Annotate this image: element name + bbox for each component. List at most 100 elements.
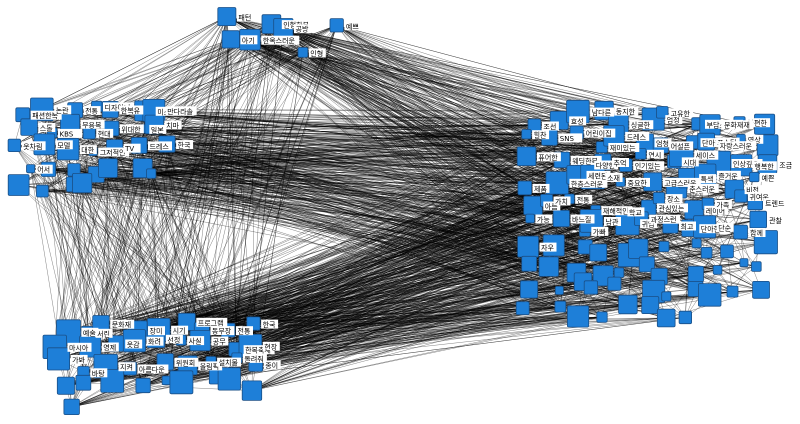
network-node bbox=[618, 294, 638, 315]
node-label: 남다른 bbox=[590, 107, 615, 117]
network-node bbox=[146, 168, 157, 179]
node-label: 인형 bbox=[308, 48, 326, 58]
node-label-background bbox=[748, 228, 766, 237]
node-label: 어서 bbox=[35, 164, 53, 174]
node-label-text: 문화재 bbox=[112, 321, 131, 329]
node-label: 돌려줘 bbox=[242, 353, 267, 363]
node-label-text: 세이스 bbox=[696, 151, 716, 160]
node-label-background bbox=[198, 361, 223, 371]
network-node bbox=[98, 158, 118, 178]
node-label: 예쁘 bbox=[344, 21, 362, 31]
node-label-text: 함께 bbox=[750, 229, 763, 238]
network-edge bbox=[92, 151, 756, 203]
network-node bbox=[712, 265, 723, 275]
node-label-text: 화려 bbox=[148, 337, 161, 346]
node-label-background bbox=[242, 353, 267, 363]
network-node bbox=[517, 180, 533, 196]
node-label: 설치물 bbox=[217, 357, 242, 367]
node-label: 한국 bbox=[176, 140, 194, 150]
network-node bbox=[516, 146, 537, 166]
node-label-background bbox=[714, 200, 732, 209]
node-label-background bbox=[575, 194, 593, 204]
node-label-text: 예쁘 bbox=[346, 22, 359, 31]
network-edge bbox=[153, 110, 709, 205]
node-label: 한복유 bbox=[119, 105, 144, 115]
network-node bbox=[607, 276, 622, 291]
network-node bbox=[7, 138, 22, 153]
node-label-text: 문화재재 bbox=[724, 122, 750, 130]
node-label: 일본 bbox=[149, 124, 167, 134]
node-label: 모델 bbox=[55, 140, 73, 150]
node-label-text: 귀엽 bbox=[642, 220, 655, 229]
node-label: 조금 bbox=[777, 160, 795, 170]
node-label-text: 옷차림 bbox=[23, 142, 42, 151]
node-label: 대한 bbox=[79, 145, 97, 155]
node-label-text: 인형 bbox=[310, 49, 323, 58]
node-label: 세련된 bbox=[586, 170, 611, 180]
node-label: 조선 bbox=[541, 121, 559, 131]
node-label-text: 엄청 bbox=[656, 140, 669, 148]
node-label-text: 설치물 bbox=[219, 358, 239, 367]
network-edge bbox=[271, 23, 663, 113]
node-label-background bbox=[646, 149, 664, 159]
node-label-text: 가빠 bbox=[593, 227, 606, 236]
node-label: 현장 bbox=[262, 341, 280, 351]
node-label: 전통 bbox=[83, 106, 101, 116]
network-edge bbox=[90, 159, 562, 347]
node-label: 서린 bbox=[95, 328, 113, 338]
node-label-text: 예술 bbox=[83, 328, 96, 337]
node-label-text: 한복유 bbox=[121, 107, 141, 115]
node-label-background bbox=[35, 164, 53, 174]
node-label-background bbox=[30, 110, 62, 120]
node-label: 행복한 bbox=[752, 161, 777, 171]
network-node bbox=[221, 30, 240, 49]
network-node bbox=[56, 376, 75, 395]
node-label-text: 비전 bbox=[746, 186, 759, 195]
node-label: 시대 bbox=[681, 157, 699, 167]
network-node bbox=[720, 244, 734, 259]
node-label-text: 전통 bbox=[238, 327, 251, 336]
network-edge bbox=[139, 120, 560, 146]
node-label: 연시 bbox=[646, 149, 664, 159]
node-label: 아름다운 bbox=[137, 364, 169, 374]
node-label-text: 재해적인 bbox=[603, 207, 629, 216]
node-label-background bbox=[55, 140, 73, 150]
network-edge bbox=[235, 161, 675, 350]
node-label: 옷감 bbox=[125, 339, 143, 349]
network-edge bbox=[592, 176, 631, 256]
network-edge bbox=[88, 121, 740, 334]
node-label: 가치 bbox=[553, 196, 571, 206]
network-edge bbox=[166, 28, 284, 145]
node-label-background bbox=[746, 118, 771, 128]
network-node bbox=[552, 209, 570, 228]
node-label-background bbox=[294, 24, 311, 34]
node-label-background bbox=[217, 357, 242, 367]
node-label: 한옥스러운 bbox=[261, 35, 300, 45]
node-label: 바느질 bbox=[570, 214, 595, 224]
node-label-text: 시기 bbox=[173, 326, 186, 335]
node-label-background bbox=[103, 102, 134, 112]
node-label-background bbox=[137, 364, 169, 374]
node-label: 불편한 bbox=[746, 118, 771, 128]
node-label: 귀엽 bbox=[640, 219, 658, 229]
node-label: 옷차림 bbox=[21, 141, 46, 151]
node-label-background bbox=[700, 138, 725, 148]
node-label-background bbox=[164, 120, 182, 130]
network-node bbox=[523, 195, 543, 216]
network-edge bbox=[155, 135, 614, 340]
node-label-background bbox=[148, 141, 172, 151]
node-label: 힐찬 bbox=[532, 130, 550, 140]
network-node bbox=[733, 224, 748, 240]
node-label-background bbox=[79, 145, 97, 155]
node-label-background bbox=[553, 196, 571, 206]
network-node bbox=[751, 261, 762, 272]
node-label-background bbox=[171, 325, 189, 335]
network-node bbox=[72, 172, 93, 194]
network-node bbox=[217, 7, 237, 27]
node-label-text: 스톨 bbox=[40, 125, 53, 133]
network-edge bbox=[216, 134, 527, 377]
network-node bbox=[698, 283, 722, 307]
node-label-background bbox=[669, 108, 694, 118]
node-label-text: 논란 bbox=[56, 107, 69, 115]
node-label-background bbox=[716, 222, 734, 232]
